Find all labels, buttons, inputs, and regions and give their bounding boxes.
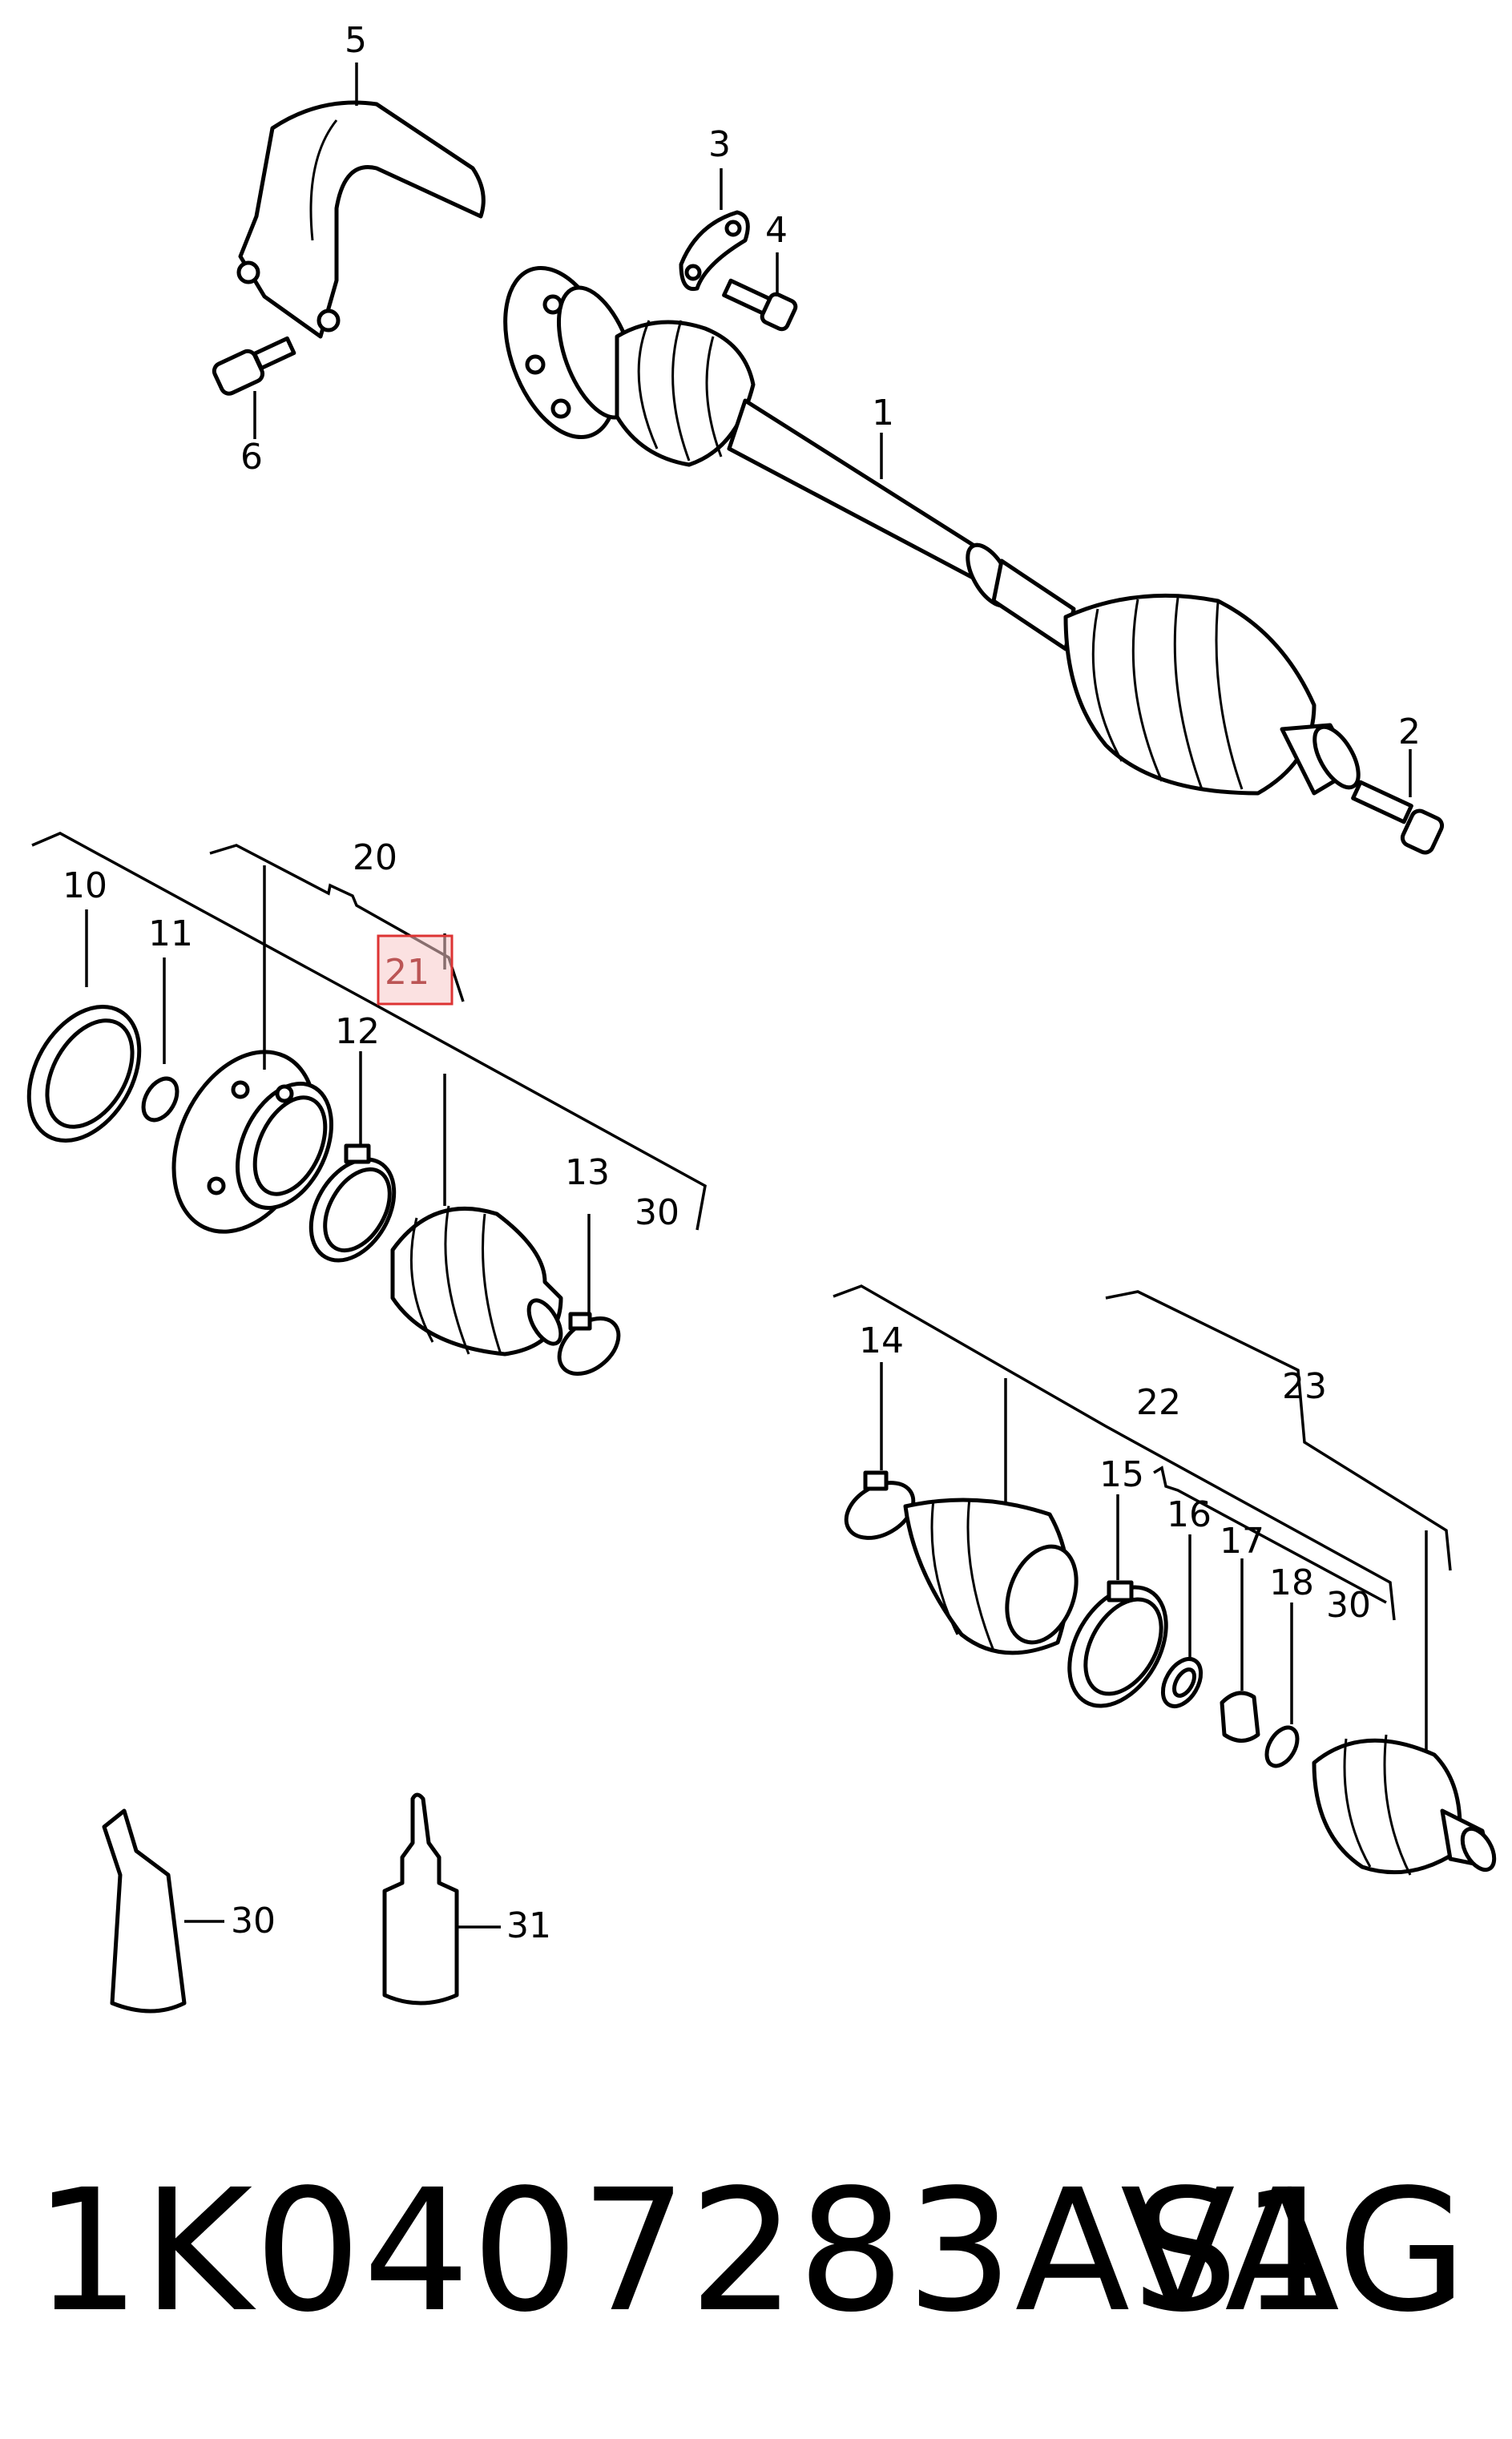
drive-shaft-part-1 <box>503 265 1361 796</box>
brand-name: VAG <box>1120 2153 1467 2349</box>
grease-tube-part-30 <box>102 1808 224 2014</box>
footer: 1K0407283AS1 VAG <box>0 2131 1512 2372</box>
boot-outer-lower <box>903 1498 1079 1655</box>
bottle-part-31 <box>382 1792 501 2006</box>
highlight-box-21 <box>377 934 454 1006</box>
clamp-part-14 <box>844 1362 916 1540</box>
cv-joint-housing <box>171 937 333 1234</box>
callout-labels: 5 6 3 4 1 2 20 10 11 21 12 13 30 14 22 2… <box>62 20 1421 1946</box>
callout-31: 31 <box>506 1905 551 1946</box>
ring-part-10 <box>26 909 142 1143</box>
callout-3: 3 <box>708 124 731 165</box>
lock-plate-part-3 <box>679 168 750 292</box>
bolt-part-6 <box>212 336 296 439</box>
callout-18: 18 <box>1269 1562 1314 1603</box>
washer-part-16 <box>1160 1534 1204 1708</box>
callout-23: 23 <box>1282 1366 1327 1407</box>
callout-16: 16 <box>1167 1494 1212 1535</box>
clamp-part-12 <box>308 1051 397 1263</box>
clamp-part-13 <box>557 1214 621 1376</box>
callout-12: 12 <box>335 1011 380 1052</box>
callout-1: 1 <box>872 393 894 433</box>
cv-joint-part-23 <box>1312 1734 1497 1876</box>
callout-30-tube: 30 <box>231 1901 276 1941</box>
boot-part-21 <box>390 1074 563 1357</box>
heat-shield-part-5 <box>236 62 486 339</box>
exploded-parts-diagram: 5 6 3 4 1 2 20 10 11 21 12 13 30 14 22 2… <box>26 20 1497 2014</box>
circlip-part-11 <box>141 957 179 1123</box>
callout-13: 13 <box>565 1152 610 1193</box>
callout-14: 14 <box>859 1320 904 1361</box>
bush-part-17 <box>1220 1558 1260 1743</box>
circlip-part-18 <box>1264 1602 1300 1768</box>
callout-6: 6 <box>240 437 263 478</box>
callout-17: 17 <box>1220 1521 1264 1562</box>
callout-21: 21 <box>385 952 429 993</box>
bolt-part-2 <box>1351 749 1445 855</box>
clamp-part-15 <box>1067 1494 1168 1708</box>
callout-11: 11 <box>148 913 193 954</box>
screw-part-4 <box>722 252 798 332</box>
callout-30-lower: 30 <box>1326 1585 1371 1626</box>
callout-5: 5 <box>345 20 367 61</box>
callout-20: 20 <box>353 837 397 878</box>
callout-15: 15 <box>1099 1454 1144 1495</box>
callout-2: 2 <box>1398 712 1421 752</box>
callout-4: 4 <box>765 210 788 251</box>
callout-10: 10 <box>62 865 107 906</box>
callout-30-upper: 30 <box>635 1192 679 1233</box>
bracket-set-lower <box>833 1284 1452 1771</box>
callout-22: 22 <box>1136 1382 1181 1423</box>
part-number: 1K0407283AS1 <box>34 2153 1349 2349</box>
